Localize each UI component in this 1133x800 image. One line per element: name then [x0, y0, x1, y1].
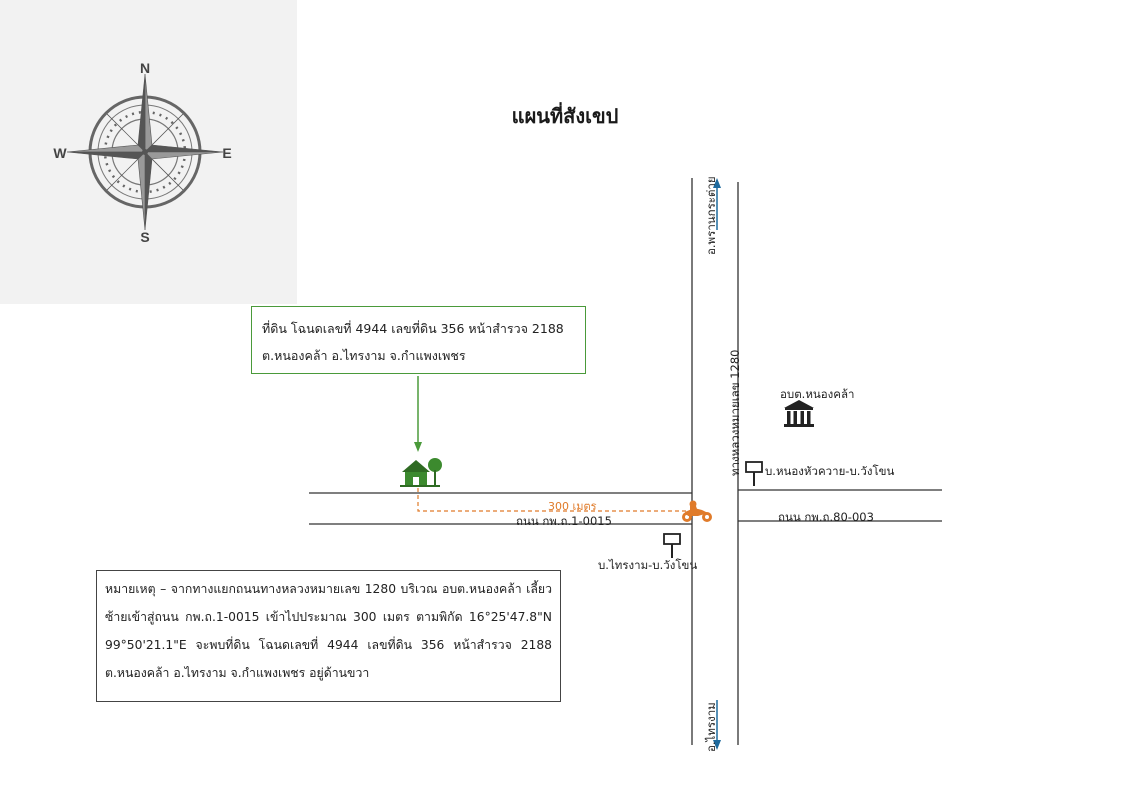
sign-south-label: บ.ไทรงาม-บ.วังโขน: [598, 558, 698, 572]
distance-label: 300 เมตร: [548, 500, 597, 513]
compass-east-label: E: [222, 145, 231, 161]
parcel-pointer-arrow: [414, 376, 422, 452]
map-title: แผนที่สังเขป: [511, 104, 619, 128]
compass-south-label: S: [140, 229, 149, 245]
note-box: หมายเหตุ – จากทางแยกถนนทางหลวงหมายเลข 12…: [96, 570, 561, 702]
house-icon: [400, 458, 442, 487]
compass-north-label: N: [140, 60, 150, 76]
highway-number-label: ทางหลวงหมายเลข 1280: [728, 349, 742, 476]
north-arrow-icon: [713, 178, 721, 230]
government-building-icon: [784, 400, 814, 427]
south-arrow-icon: [713, 700, 721, 750]
compass-panel: N S E W: [0, 0, 297, 304]
signpost-icon: [663, 533, 681, 558]
compass-west-label: W: [53, 145, 67, 161]
distance-path: [417, 488, 687, 512]
note-text: หมายเหตุ – จากทางแยกถนนทางหลวงหมายเลข 12…: [105, 582, 552, 680]
west-road-label: ถนน กพ.ถ.1-0015: [516, 514, 612, 528]
sign-east-label: บ.หนองหัวควาย-บ.วังโขน: [765, 464, 895, 478]
south-direction-label: อ.ไทรงาม: [704, 702, 718, 752]
motorcycle-icon: [682, 500, 712, 522]
parcel-info-box: ที่ดิน โฉนดเลขที่ 4944 เลขที่ดิน 356 หน้…: [251, 306, 586, 374]
compass-rose-icon: N S E W: [53, 60, 231, 245]
parcel-line-2: ต.หนองคล้า อ.ไทรงาม จ.กำแพงเพชร: [262, 348, 466, 363]
east-road-label: ถนน กพ.ถ.80-003: [778, 510, 874, 524]
signpost-icon: [745, 461, 763, 486]
north-direction-label: อ.พรานกระต่าย: [704, 176, 718, 255]
parcel-line-1: ที่ดิน โฉนดเลขที่ 4944 เลขที่ดิน 356 หน้…: [262, 321, 564, 336]
office-label: อบต.หนองคล้า: [780, 387, 855, 401]
